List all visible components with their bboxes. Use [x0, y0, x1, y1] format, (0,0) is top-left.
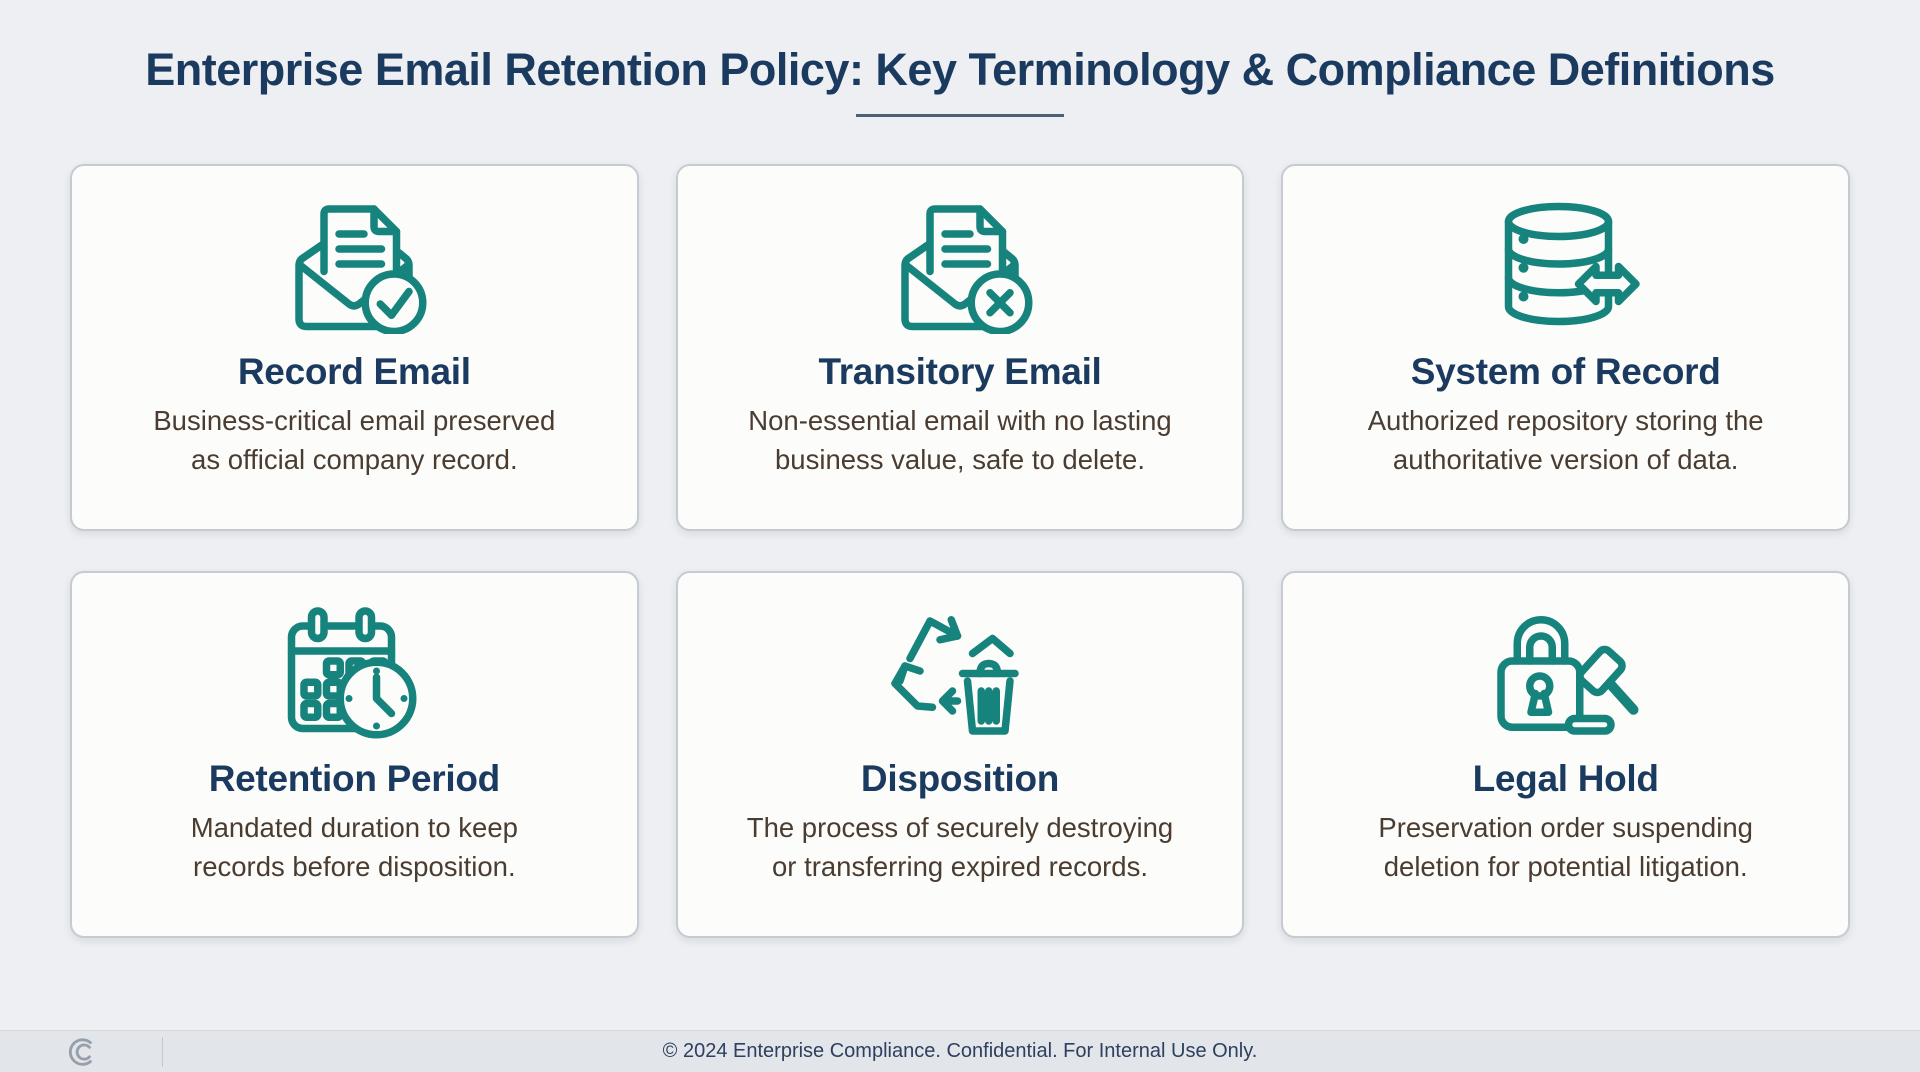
title-underline: [856, 114, 1064, 117]
card-record-email: Record Email Business-critical email pre…: [70, 164, 639, 531]
card-description: Mandated duration to keep records before…: [190, 812, 518, 883]
footer-divider: [162, 1036, 163, 1067]
disposition-icon: [885, 601, 1035, 741]
header: Enterprise Email Retention Policy: Key T…: [0, 0, 1920, 117]
card-title: Transitory Email: [818, 351, 1102, 392]
card-retention-period: Retention Period Mandated duration to ke…: [70, 571, 639, 938]
card-description: The process of securely destroying or tr…: [746, 812, 1174, 883]
card-description: Authorized repository storing the author…: [1367, 405, 1764, 476]
card-legal-hold: Legal Hold Preservation order suspending…: [1281, 571, 1850, 938]
card-system-of-record: System of Record Authorized repository s…: [1281, 164, 1850, 531]
card-description: Non-essential email with no lasting busi…: [748, 405, 1172, 476]
legal-hold-icon: [1491, 601, 1641, 741]
compliance-logo-icon: [64, 1036, 98, 1068]
card-transitory-email: Transitory Email Non-essential email wit…: [675, 164, 1245, 531]
card-title: Legal Hold: [1472, 758, 1659, 799]
card-title: Disposition: [860, 758, 1060, 799]
record-email-icon: [279, 194, 429, 336]
page-title: Enterprise Email Retention Policy: Key T…: [145, 44, 1775, 95]
card-title: System of Record: [1410, 351, 1721, 392]
footer: © 2024 Enterprise Compliance. Confidenti…: [0, 1030, 1920, 1072]
card-disposition: Disposition The process of securely dest…: [675, 571, 1245, 938]
card-description: Business-critical email preserved as off…: [153, 405, 556, 476]
definition-cards-grid: Record Email Business-critical email pre…: [70, 164, 1850, 938]
transitory-email-icon: [885, 194, 1035, 336]
retention-period-icon: [279, 601, 429, 741]
card-title: Record Email: [237, 351, 471, 392]
footer-text: © 2024 Enterprise Compliance. Confidenti…: [662, 1040, 1258, 1062]
system-of-record-icon: [1491, 194, 1641, 334]
card-title: Retention Period: [208, 758, 501, 799]
card-description: Preservation order suspending deletion f…: [1378, 812, 1753, 883]
